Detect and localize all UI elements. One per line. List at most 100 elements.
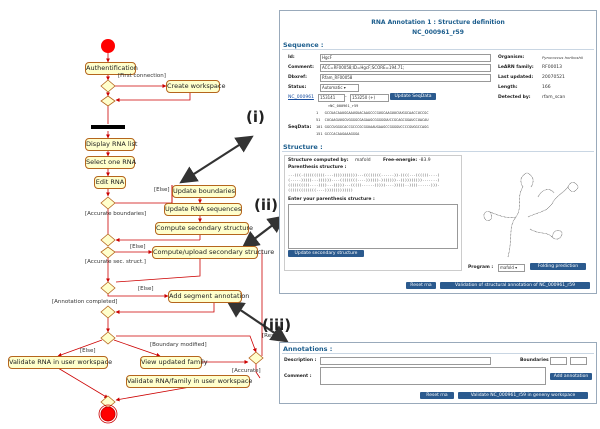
activity-add-segment-annotation: Add segment annotation <box>168 290 249 303</box>
callout-ii: (ii) <box>254 196 278 214</box>
parenthesis-label: Parenthesis structure : <box>288 165 347 170</box>
update-seqdata-button[interactable]: Update SeqData <box>390 93 436 100</box>
id-field[interactable]: HgcF <box>320 54 491 62</box>
guard-else: [Else] <box>154 187 170 193</box>
start-node <box>101 39 115 53</box>
reset-rna-button[interactable]: Reset rna <box>420 392 454 399</box>
reset-rna-button[interactable]: Reset rna <box>406 282 436 289</box>
parenthesis-line: (.....)))))...))))))....((((((((....))))… <box>288 178 440 182</box>
detected-by-label: Detected by: <box>498 95 531 100</box>
annotation-comment-textarea[interactable] <box>320 367 546 385</box>
callout-iii: (iii) <box>262 316 292 334</box>
guard-else: [Else] <box>138 286 154 292</box>
enter-structure-label: Enter your parenthesis structure : <box>288 197 375 202</box>
structure-textarea[interactable] <box>288 204 458 249</box>
decision-node <box>100 196 116 210</box>
update-secondary-button[interactable]: Update secondary structure <box>288 250 364 257</box>
free-energy-label: Free-energie: <box>383 158 418 163</box>
dbxref-label: Dbxref: <box>288 75 307 80</box>
decision-node <box>100 79 116 93</box>
activity-compute-secondary-structure: Compute secondary structure <box>155 222 253 235</box>
activity-create-workspace: Create workspace <box>166 80 225 93</box>
status-label: Status: <box>288 85 307 90</box>
activity-validate-rna: Validate RNA in user workspace <box>8 356 112 369</box>
computed-by-label: Structure computed by: <box>288 158 349 163</box>
structure-definition-panel: RNA Annotation 1 : Structure definition … <box>279 10 597 294</box>
computed-by-value: mafold <box>355 158 371 163</box>
merge-node <box>100 233 116 247</box>
validate-structural-annotation-button[interactable]: Validation of structural annotation of N… <box>440 282 590 289</box>
learn-family-label: LeARN family: <box>498 65 534 70</box>
activity-select-one-rna: Select one RNA <box>85 156 136 169</box>
guard-else: [Else] <box>130 244 146 250</box>
activity-update-rna-sequences: Update RNA sequences <box>164 203 242 216</box>
comment-label: Comment : <box>284 374 312 379</box>
start-field[interactable]: 153141 <box>318 94 345 102</box>
boundaries-label: Boundaries : <box>520 358 553 363</box>
comment-label: Comment: <box>288 65 314 70</box>
guard-annotation-completed: [Annotation completed] <box>52 299 118 305</box>
end-field[interactable]: 153250 (+) <box>350 94 389 102</box>
seqdata-label: SeqData: <box>288 125 312 130</box>
end-node <box>100 406 116 422</box>
sequence-heading: Sequence : <box>283 41 324 49</box>
organism-value: Pyrococcus horikoshii <box>542 55 583 60</box>
boundary-start-field[interactable] <box>550 357 567 365</box>
last-updated-label: Last updated: <box>498 75 534 80</box>
activity-view-updated-family: View updated family <box>140 356 208 369</box>
seq-header: >NC_000961_r59 <box>328 104 359 108</box>
activity-compute-upload-structure: Compute/upload secondary structure <box>152 246 274 259</box>
program-value: mafold <box>500 265 514 270</box>
callout-i: (i) <box>246 108 265 126</box>
guard-first-connection: [First connection] <box>118 73 166 79</box>
add-annotation-button[interactable]: Add annotation <box>550 373 592 380</box>
description-field[interactable] <box>320 357 491 365</box>
comment-field[interactable]: ACC=RF00058;ID=HgcF;SCORE=194.71; <box>320 64 491 72</box>
fork-bar <box>91 125 125 129</box>
activity-validate-family: Validate RNA/family in user workspace <box>126 375 252 388</box>
length-label: Length: <box>498 85 518 90</box>
guard-boundary-modified: [Boundary modified] <box>150 342 207 348</box>
seq-line: 1 GCCUACAAUGGAAUGUACAAGCCCGUGCAAGUUCUUGG… <box>316 111 429 115</box>
decision-node <box>100 331 116 345</box>
structure-heading: Structure : <box>283 143 323 151</box>
program-select[interactable]: mafold ▾ <box>498 264 525 272</box>
seq-line: 151 GCCCACAAGAAAGGGA <box>316 132 360 136</box>
folding-prediction-button[interactable]: Folding prediction <box>530 263 586 270</box>
boundary-end-field[interactable] <box>570 357 587 365</box>
accession-link[interactable]: NC_000961 <box>288 95 314 100</box>
length-value: 166 <box>542 85 551 90</box>
seq-line: 101 GGCCUGGGCACCGCCCGCGGUAAUGAAGCCGGGGUC… <box>316 125 429 129</box>
learn-family-value: RF00013 <box>542 65 563 70</box>
id-label: Id: <box>288 55 295 60</box>
rna-structure-drawing <box>483 172 579 258</box>
annotations-heading: Annotations : <box>283 345 333 353</box>
panel-title: RNA Annotation 1 : Structure definition <box>371 19 505 26</box>
last-updated-value: 20070521 <box>542 75 565 80</box>
guard-accurate: [Accurate] <box>232 368 261 374</box>
status-select[interactable]: Automatic ▾ <box>320 84 359 92</box>
program-label: Program : <box>468 265 494 270</box>
annotations-panel: Annotations : Description : Boundaries :… <box>279 342 597 404</box>
organism-label: Organism: <box>498 55 525 60</box>
guard-reset: [Reset] <box>262 333 282 339</box>
seq-line: 51 CUCAAGUUGCUGGGGCGAGAAGCGGGGGUUCCGCAGC… <box>316 118 429 122</box>
structure-box: Structure computed by: mafold Free-energ… <box>284 155 462 271</box>
free-energy-value: -83.9 <box>419 158 431 163</box>
detected-by-value: rfam_scan <box>542 95 566 100</box>
merge-node <box>100 95 116 107</box>
chevron-down-icon: ▾ <box>515 265 518 270</box>
guard-else: [Else] <box>80 348 96 354</box>
activity-authentification: Authentification <box>85 62 138 75</box>
validate-geneny-workspace-button[interactable]: Validate NC_000961_r59 in geneny workspa… <box>458 392 588 399</box>
description-label: Description : <box>284 358 317 363</box>
decision-node <box>100 281 116 295</box>
activity-update-boundaries: Update boundaries <box>172 185 236 198</box>
parenthesis-line: ...(((.((((((((((....)))))))))))...(((((… <box>288 173 440 177</box>
parenthesis-line: (((((((((((((....))))))))))))) <box>288 188 353 192</box>
activity-edit-rna: Edit RNA <box>94 176 126 189</box>
guard-accurate-sec: [Accurate sec. struct.] <box>85 259 146 265</box>
chevron-down-icon: ▾ <box>343 85 346 90</box>
dbxref-field[interactable]: Rfam_RF00058 <box>320 74 491 82</box>
guard-accurate-boundaries: [Accurate boundaries] <box>85 211 147 217</box>
